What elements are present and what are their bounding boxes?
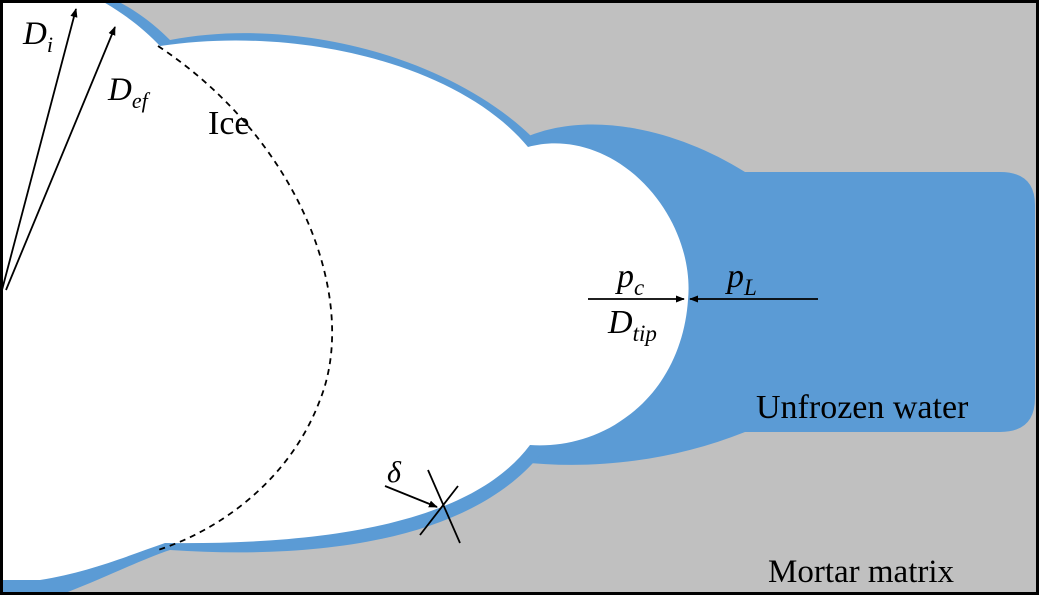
label-d-ef: Def [107, 72, 151, 113]
effective-boundary-dashed [157, 45, 333, 551]
d-i-arrow [3, 8, 78, 290]
label-unfrozen-water: Unfrozen water [756, 389, 969, 426]
label-p-c: pc [615, 258, 644, 300]
delta-arrow [384, 485, 438, 508]
label-p-l: pL [725, 258, 757, 300]
delta-tick-1 [427, 469, 461, 544]
delta-tick-2 [419, 485, 459, 536]
label-mortar-matrix: Mortar matrix [768, 554, 955, 590]
label-delta: δ [387, 456, 402, 489]
label-ice: Ice [208, 105, 250, 142]
label-d-tip: Dtip [607, 304, 657, 346]
label-d-i: Di [22, 16, 53, 57]
ice-region [3, 3, 689, 580]
d-ef-arrow [5, 26, 116, 291]
